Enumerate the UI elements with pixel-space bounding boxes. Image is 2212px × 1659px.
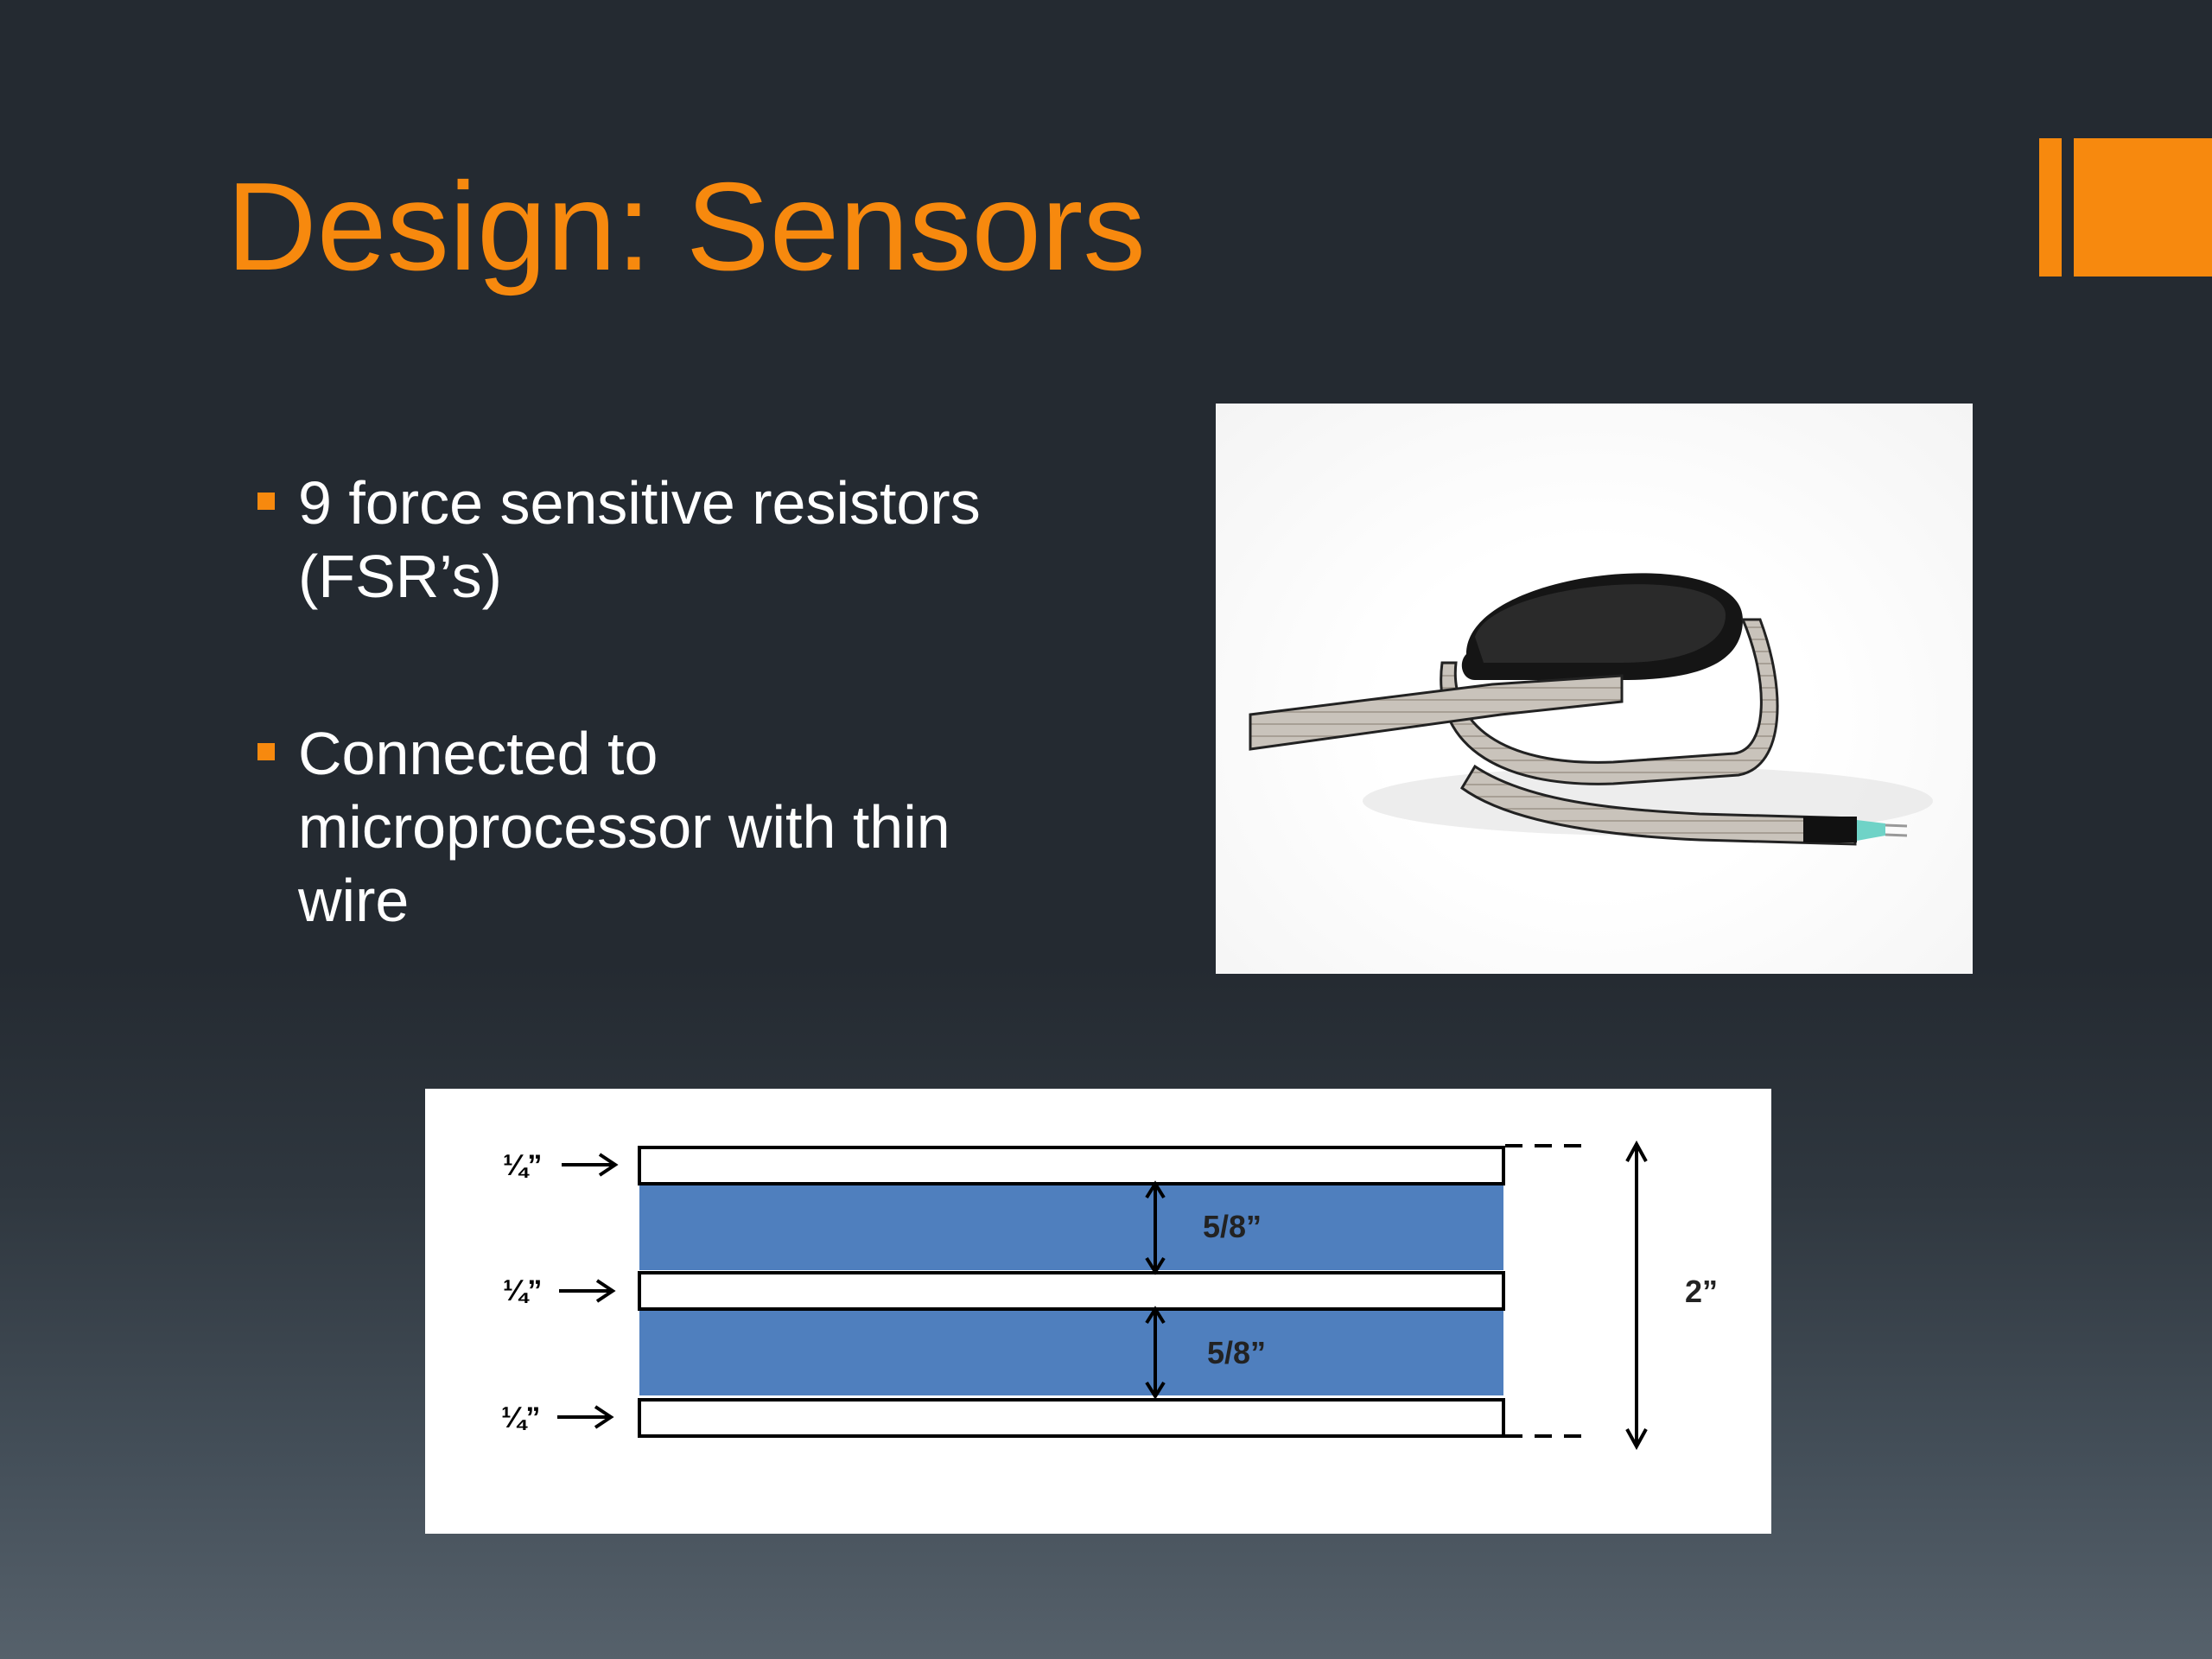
gap-label: 5/8” bbox=[1203, 1209, 1262, 1244]
spacer-strip-top bbox=[638, 1146, 1505, 1185]
bullet-list: 9 force sensitive resistors (FSR’s) Conn… bbox=[255, 467, 1033, 1041]
gap-label: 5/8” bbox=[1207, 1335, 1266, 1370]
slide-title: Design: Sensors bbox=[226, 156, 1146, 296]
accent-bar-block bbox=[2074, 138, 2212, 276]
arrow-right-icon bbox=[557, 1405, 614, 1429]
bullet-item: Connected to microprocessor with thin wi… bbox=[255, 717, 1033, 938]
strip-width-label: ¼” bbox=[503, 1149, 542, 1182]
double-arrow-icon bbox=[1145, 1306, 1166, 1400]
bullet-square-icon bbox=[257, 493, 275, 510]
fsr-coil-illustration bbox=[1249, 573, 1933, 846]
strip-width-label: ¼” bbox=[501, 1402, 540, 1434]
bullet-square-icon bbox=[257, 743, 275, 760]
fsr-sensor-photo bbox=[1216, 404, 1973, 974]
spacer-strip-middle bbox=[638, 1271, 1505, 1311]
strip-width-label: ¼” bbox=[503, 1274, 542, 1307]
total-height-label: 2” bbox=[1685, 1274, 1718, 1309]
sensor-band-bottom bbox=[639, 1309, 1503, 1395]
arrow-right-icon bbox=[562, 1153, 619, 1177]
spacer-strip-bottom bbox=[638, 1398, 1505, 1438]
bullet-text: Connected to microprocessor with thin wi… bbox=[298, 720, 950, 934]
sensor-band-top bbox=[639, 1184, 1503, 1270]
bullet-item: 9 force sensitive resistors (FSR’s) bbox=[255, 467, 1033, 613]
arrow-right-icon bbox=[559, 1279, 616, 1303]
sensor-dimension-diagram: ¼” ¼” ¼” 5/8” 5/8” 2” bbox=[425, 1089, 1771, 1534]
accent-bar-thin bbox=[2039, 138, 2062, 276]
double-arrow-icon bbox=[1625, 1140, 1648, 1451]
bullet-text: 9 force sensitive resistors (FSR’s) bbox=[298, 469, 981, 610]
double-arrow-icon bbox=[1145, 1180, 1166, 1275]
